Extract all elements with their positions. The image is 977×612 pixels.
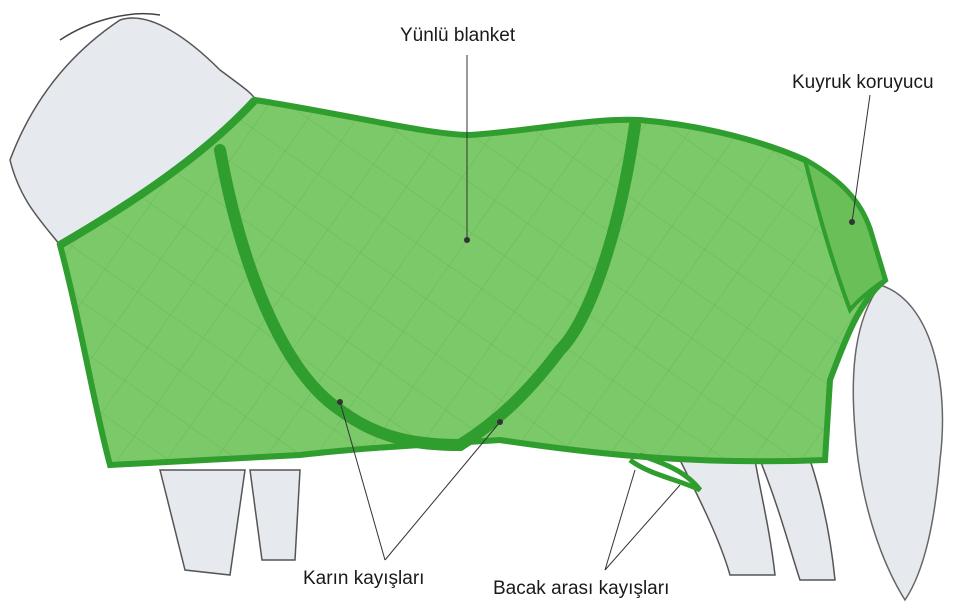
leader-tail-guard [852, 95, 870, 222]
label-wool-blanket: Yünlü blanket [400, 25, 515, 47]
label-belly-straps: Karın kayışları [303, 568, 424, 590]
leader-leg-right [605, 485, 680, 570]
label-tail-guard: Kuyruk koruyucu [792, 72, 934, 94]
front-leg-left-sketch [160, 470, 245, 575]
label-leg-straps: Bacak arası kayışları [493, 578, 669, 600]
front-leg-right-sketch [250, 470, 300, 560]
horse-tail-sketch [853, 285, 942, 600]
hind-leg-left-sketch [680, 460, 775, 575]
leader-leg-left [605, 470, 635, 570]
